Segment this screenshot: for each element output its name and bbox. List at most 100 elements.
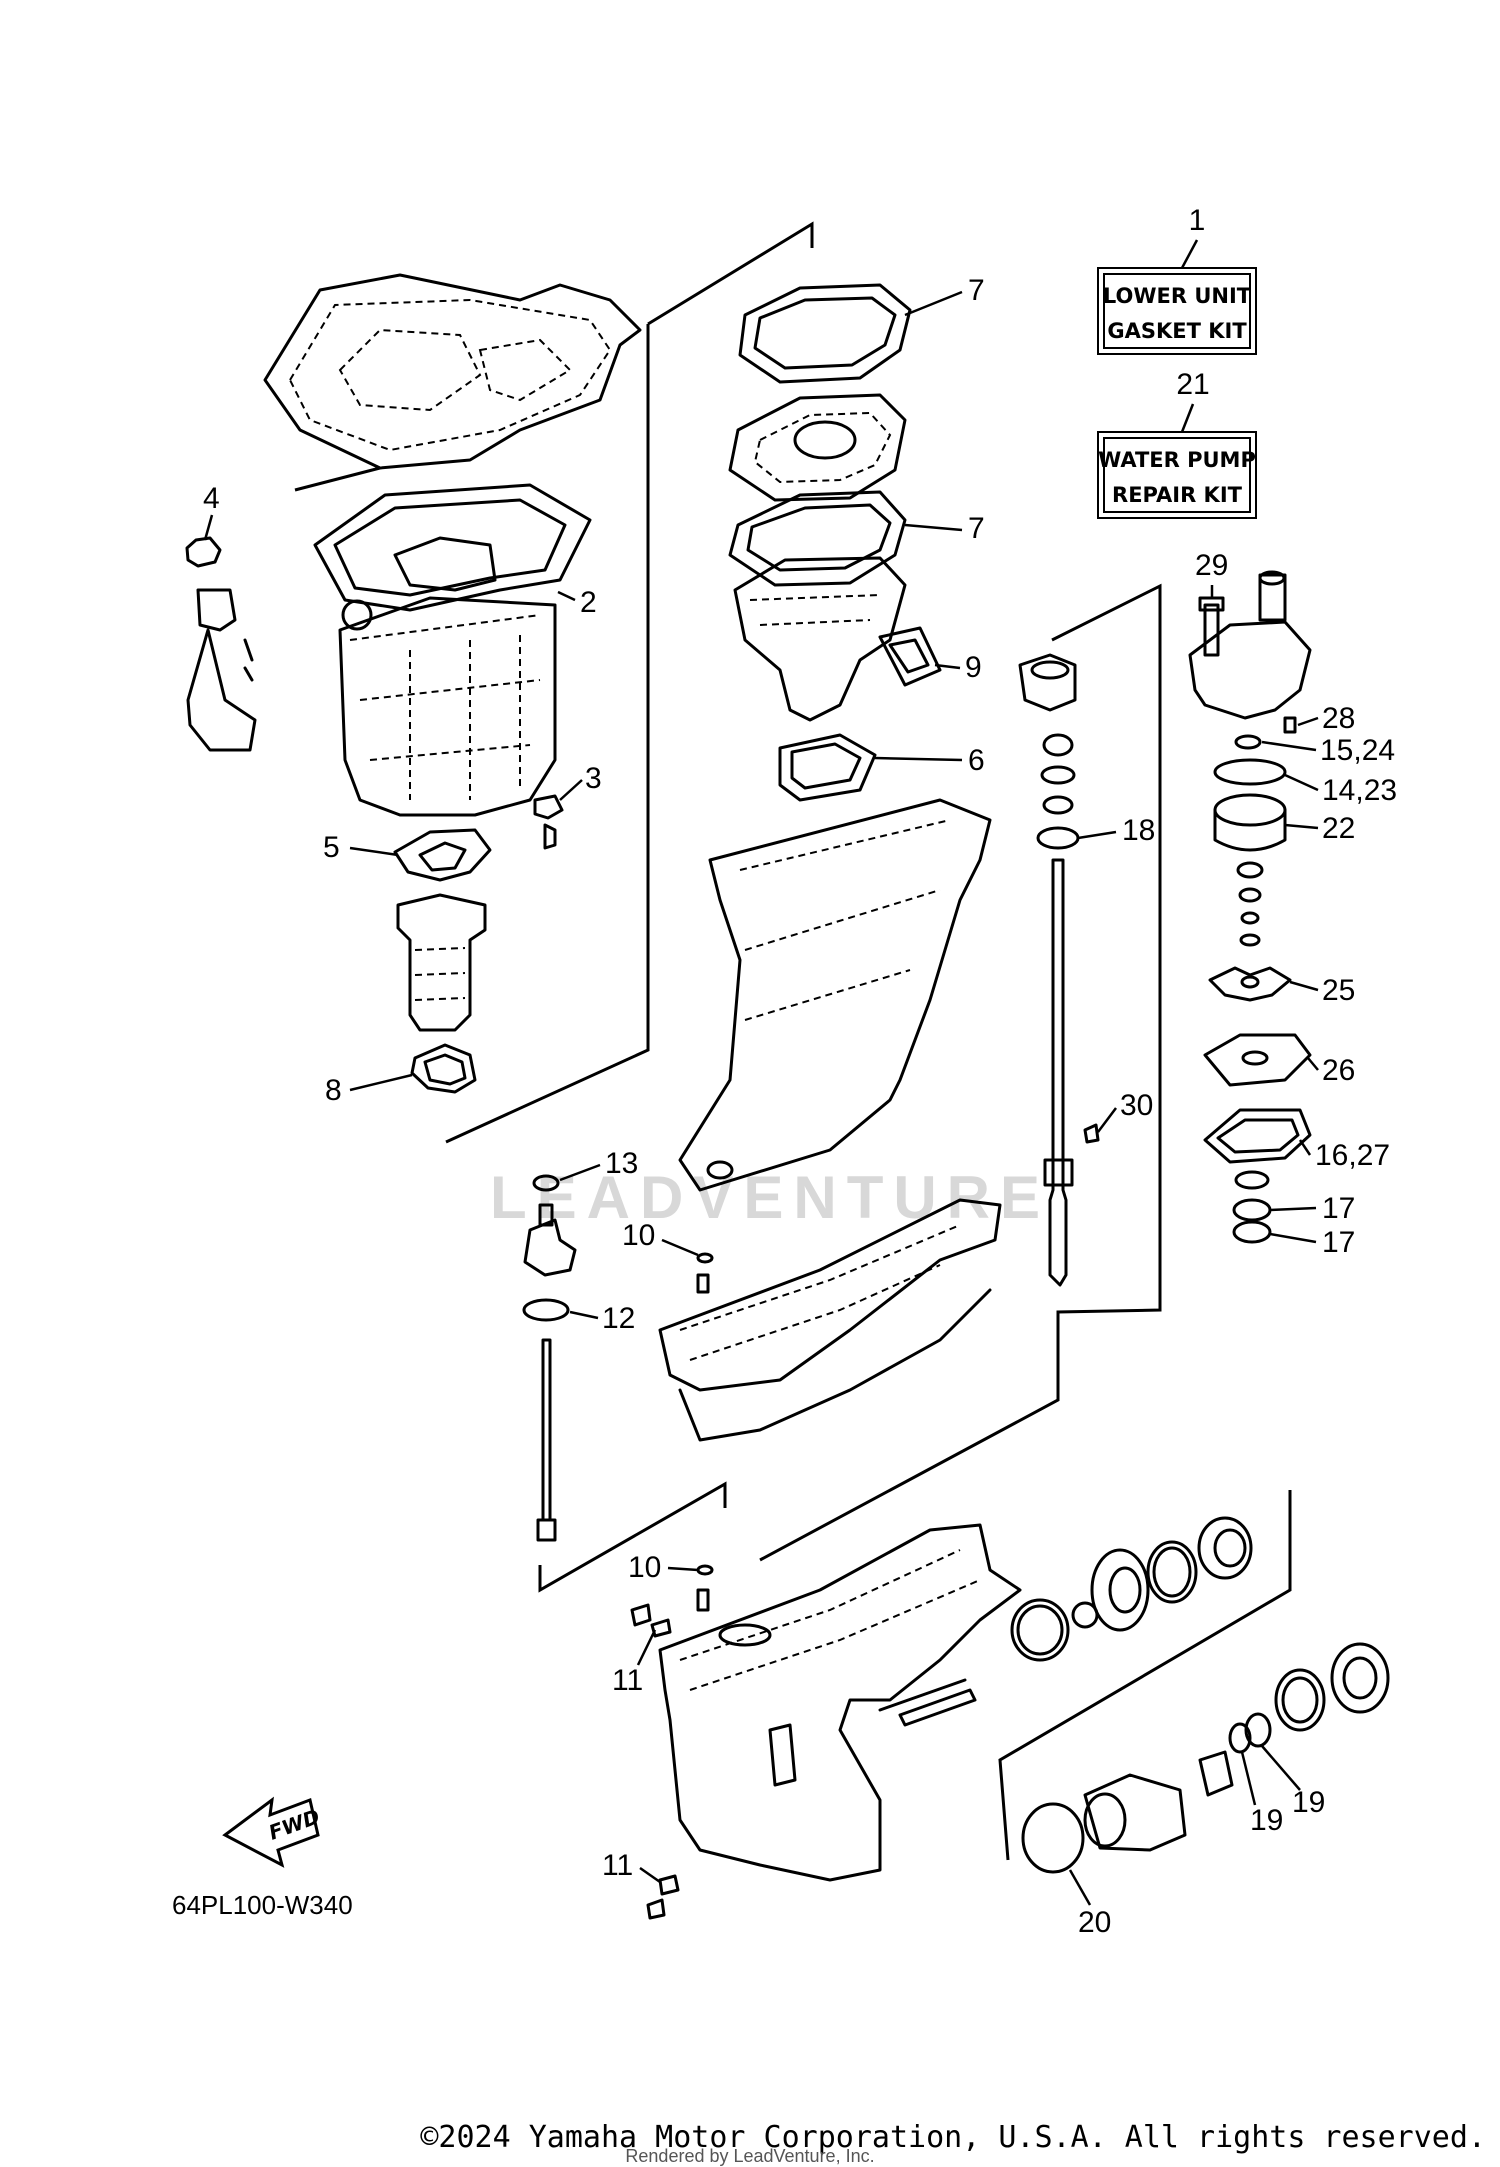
water-tube-bracket[interactable] — [186, 588, 257, 752]
exhaust-guide[interactable] — [263, 273, 642, 470]
grommet-13[interactable] — [532, 1174, 560, 1192]
pump-housing-lower[interactable] — [396, 893, 487, 1032]
muffler-9[interactable] — [878, 626, 942, 687]
bearing-carrier-bearing[interactable] — [1330, 1642, 1390, 1714]
upper-casing[interactable] — [338, 596, 557, 817]
shift-rod-holder[interactable] — [523, 1203, 577, 1277]
watermark-text: LEADVENTURE — [490, 1164, 1050, 1231]
diagram-code: 64PL100-W340 — [172, 1890, 353, 1920]
oil-pan[interactable] — [733, 556, 907, 722]
seal-19-a[interactable] — [1228, 1722, 1252, 1754]
o-ring-20[interactable] — [1021, 1802, 1085, 1874]
kit-box-water-pump[interactable]: WATER PUMP REPAIR KIT — [1097, 431, 1257, 519]
callout-19a: 19 — [1292, 1786, 1325, 1819]
pump-insert-22[interactable] — [1213, 793, 1287, 852]
seal-8[interactable] — [410, 1043, 477, 1094]
callout-7a: 7 — [968, 274, 985, 307]
upper-casing-center[interactable] — [678, 798, 992, 1192]
reverse-gear-shim[interactable] — [1274, 1668, 1326, 1732]
pin-28[interactable] — [1283, 716, 1297, 734]
callout-11a: 11 — [612, 1664, 643, 1697]
callout-6: 6 — [968, 744, 985, 777]
propeller-shaft[interactable] — [898, 1688, 977, 1727]
clip-30[interactable] — [1083, 1123, 1100, 1144]
callout-3: 3 — [585, 762, 602, 795]
kit-gasket-line2: GASKET KIT — [1107, 319, 1247, 343]
group-line-shift — [538, 1481, 727, 1593]
o-ring-18[interactable] — [1036, 826, 1080, 850]
kit-pump-line1: WATER PUMP — [1098, 448, 1256, 472]
gasket-2[interactable] — [313, 483, 592, 631]
callout-12: 12 — [602, 1302, 635, 1335]
gasket-16-27[interactable] — [1203, 1108, 1312, 1164]
group-line-driveshaft — [759, 583, 1162, 1562]
callout-5: 5 — [323, 831, 340, 864]
callout-16-27: 16,27 — [1315, 1139, 1390, 1172]
o-ring-12[interactable] — [522, 1298, 570, 1322]
callout-26: 26 — [1322, 1054, 1355, 1087]
callout-19b: 19 — [1250, 1804, 1283, 1837]
seal-6[interactable] — [778, 733, 877, 802]
bearing-housing-lower[interactable] — [1083, 1773, 1187, 1852]
key-stack[interactable] — [1236, 861, 1264, 947]
kit-gasket-line1: LOWER UNIT — [1103, 284, 1252, 308]
drive-shaft[interactable] — [1043, 858, 1074, 1287]
seal-4[interactable] — [185, 536, 222, 568]
kit-pump-line2: REPAIR KIT — [1112, 483, 1243, 507]
callout-11b: 11 — [602, 1849, 633, 1882]
shim-front[interactable] — [1010, 1598, 1070, 1662]
callout-4: 4 — [203, 482, 220, 515]
group-line-upper — [294, 221, 814, 1144]
kit-box-gasket[interactable]: LOWER UNIT GASKET KIT — [1097, 267, 1257, 355]
washer-10-a[interactable] — [696, 1252, 714, 1294]
grommet-3[interactable] — [533, 794, 564, 850]
callout-13: 13 — [605, 1147, 638, 1180]
callout-9: 9 — [965, 651, 982, 684]
callout-22: 22 — [1322, 812, 1355, 845]
callout-17a: 17 — [1322, 1192, 1355, 1225]
callout-17b: 17 — [1322, 1226, 1355, 1259]
forward-gear[interactable] — [1090, 1548, 1150, 1632]
lower-plate[interactable] — [658, 1198, 1002, 1442]
o-ring-15-24[interactable] — [1234, 734, 1262, 750]
plug-11-a[interactable] — [630, 1603, 672, 1638]
callout-10b: 10 — [628, 1551, 661, 1584]
rendered-by-note: Rendered by LeadVenture, Inc. — [625, 2146, 875, 2166]
callout-18: 18 — [1122, 814, 1155, 847]
needle-bearing[interactable] — [1198, 1750, 1234, 1797]
bearing-stack[interactable] — [1040, 733, 1076, 815]
gasket-7-lower[interactable] — [728, 490, 907, 587]
callout-15-24: 15,24 — [1320, 734, 1395, 767]
seal-17-b[interactable] — [1232, 1220, 1272, 1244]
plug-11-b[interactable] — [646, 1874, 680, 1920]
callout-25: 25 — [1322, 974, 1355, 1007]
washer-10-b[interactable] — [696, 1564, 714, 1612]
bolt-29[interactable] — [1198, 596, 1225, 657]
callout-2: 2 — [580, 586, 597, 619]
callout-29: 29 — [1195, 549, 1228, 582]
o-ring-14-23[interactable] — [1213, 758, 1287, 786]
callout-20: 20 — [1078, 1906, 1111, 1939]
callout-30: 30 — [1120, 1089, 1153, 1122]
callout-7b: 7 — [968, 512, 985, 545]
bearing-rear[interactable] — [1197, 1516, 1253, 1580]
gasket-7-top[interactable] — [738, 283, 912, 384]
bearing-housing[interactable] — [1018, 653, 1077, 712]
seal-19-b[interactable] — [1244, 1712, 1272, 1748]
fwd-arrow-icon: FWD — [222, 1796, 323, 1868]
plate-26[interactable] — [1203, 1033, 1312, 1087]
seal-17-a[interactable] — [1232, 1170, 1272, 1222]
callout-14-23: 14,23 — [1322, 774, 1397, 807]
shift-rod[interactable] — [536, 1338, 557, 1542]
callout-10a: 10 — [622, 1219, 655, 1252]
shim-rear[interactable] — [1146, 1540, 1198, 1604]
pump-cover-assy[interactable] — [1188, 570, 1312, 720]
callout-1: 1 — [1189, 204, 1206, 237]
adapter-plate[interactable] — [728, 393, 907, 502]
group-line-gears — [998, 1490, 1292, 1861]
gearcase[interactable] — [658, 1523, 1022, 1882]
impeller-25[interactable] — [1208, 966, 1292, 1002]
callout-21: 21 — [1176, 368, 1209, 401]
gasket-5[interactable] — [393, 828, 492, 882]
